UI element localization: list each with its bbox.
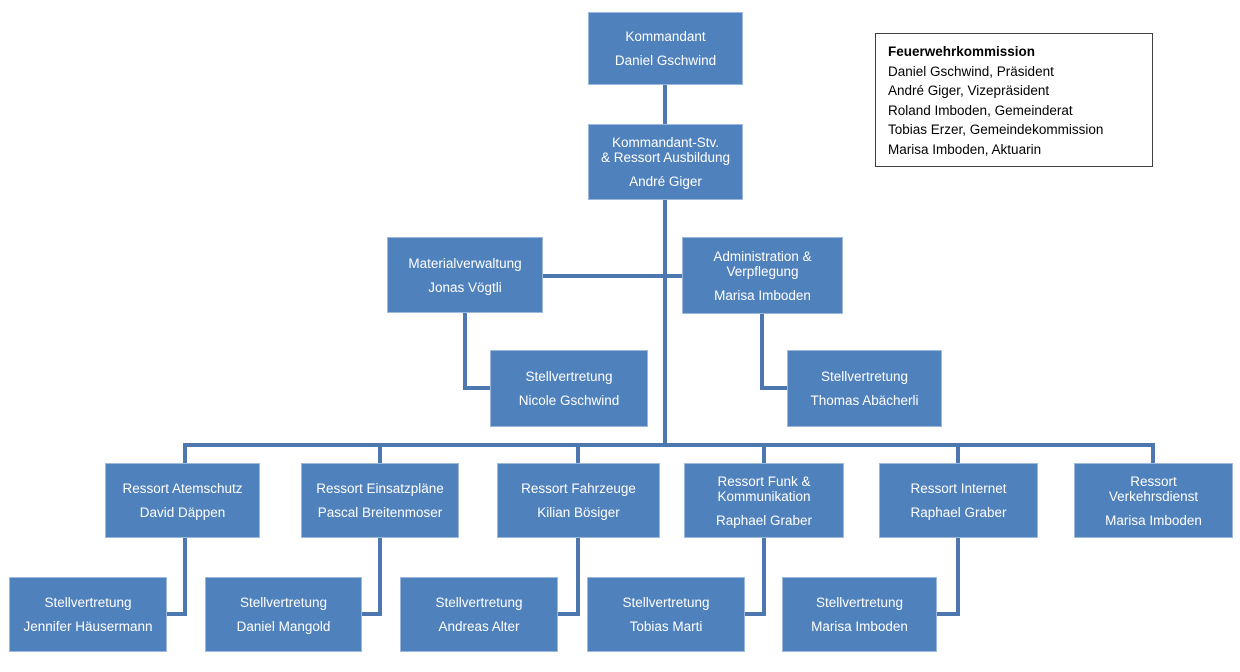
node-internet: Ressort Internet Raphael Graber — [879, 463, 1038, 538]
connector-material-stv-horizontal — [463, 386, 490, 390]
node-title: Verkehrsdienst — [1108, 488, 1199, 504]
node-person: Marisa Imboden — [1105, 512, 1202, 528]
node-atemschutz: Ressort Atemschutz David Däppen — [105, 463, 260, 538]
node-title: Ressort Funk & — [717, 473, 811, 489]
node-title: Kommandant-Stv. — [611, 135, 720, 150]
node-person: Daniel Mangold — [236, 619, 331, 634]
node-stv-fahrzeuge: Stellvertretung Andreas Alter — [400, 577, 558, 652]
node-verkehrsdienst: Ressort Verkehrsdienst Marisa Imboden — [1074, 463, 1233, 538]
commission-member: Tobias Erzer, Gemeindekommission — [888, 122, 1104, 137]
commission-member: Marisa Imboden, Aktuarin — [888, 141, 1042, 157]
node-title: Kommandant — [625, 29, 706, 44]
node-materialverwaltung: Materialverwaltung Jonas Vögtli — [387, 237, 543, 313]
connector-einsatzplaene-stv-vertical — [378, 538, 382, 616]
node-kommandant: Kommandant Daniel Gschwind — [588, 12, 743, 85]
node-stv-administration: Stellvertretung Thomas Abächerli — [787, 350, 942, 427]
connector-admin-stv-vertical — [760, 314, 764, 390]
node-person: Pascal Breitenmoser — [317, 505, 443, 520]
connector-stub-funk — [762, 443, 766, 463]
node-title: Kommunikation — [717, 488, 811, 504]
node-person: Tobias Marti — [629, 619, 703, 634]
commission-title: Feuerwehrkommission — [888, 44, 1036, 59]
connector-material-stv-vertical — [463, 313, 467, 390]
commission-box: Feuerwehrkommission Daniel Gschwind, Prä… — [875, 33, 1153, 167]
node-title: Ressort Internet — [910, 481, 1007, 496]
connector-funk-stv-vertical — [762, 538, 766, 616]
node-person: David Däppen — [139, 505, 226, 520]
node-title: Materialverwaltung — [408, 255, 522, 271]
node-title: Stellvertretung — [239, 595, 328, 610]
node-stv-einsatzplaene: Stellvertretung Daniel Mangold — [205, 577, 362, 652]
node-title: Ressort Atemschutz — [122, 481, 243, 496]
node-person: Andreas Alter — [438, 619, 520, 634]
node-person: Nicole Gschwind — [518, 393, 620, 408]
node-title: Stellvertretung — [815, 595, 904, 610]
node-stv-funk-kommunikation: Stellvertretung Tobias Marti — [587, 577, 745, 652]
node-person: Jennifer Häusermann — [23, 619, 153, 634]
connector-internet-stv-vertical — [956, 538, 960, 616]
node-administration: Administration & Verpflegung Marisa Imbo… — [682, 237, 843, 314]
connector-atemschutz-stv-vertical — [183, 538, 187, 616]
node-person: Daniel Gschwind — [614, 53, 717, 68]
connector-fahrzeuge-stv-horizontal — [558, 612, 580, 616]
node-title: Stellvertretung — [622, 595, 710, 610]
node-title: & Ressort Ausbildung — [600, 150, 731, 165]
node-einsatzplaene: Ressort Einsatzpläne Pascal Breitenmoser — [301, 463, 459, 538]
node-title: Ressort — [1130, 473, 1177, 489]
commission-member: Roland Imboden, Gemeinderat — [888, 102, 1073, 118]
connector-stub-fahrzeuge — [576, 443, 580, 463]
node-title: Ressort Einsatzpläne — [316, 481, 444, 496]
commission-member: André Giger, Vizepräsident — [888, 83, 1050, 98]
node-stv-atemschutz: Stellvertretung Jennifer Häusermann — [9, 577, 167, 652]
node-person: Jonas Vögtli — [428, 279, 502, 295]
connector-stub-einsatzplaene — [378, 443, 382, 463]
node-stv-materialverwaltung: Stellvertretung Nicole Gschwind — [490, 350, 648, 427]
node-title: Verpflegung — [726, 263, 799, 279]
node-title: Stellvertretung — [435, 595, 523, 610]
node-person: André Giger — [629, 174, 702, 189]
node-person: Marisa Imboden — [811, 619, 908, 634]
node-stv-internet: Stellvertretung Marisa Imboden — [782, 577, 937, 652]
connector-einsatzplaene-stv-horizontal — [362, 612, 382, 616]
node-person: Kilian Bösiger — [537, 505, 620, 520]
commission-member: Daniel Gschwind, Präsident — [888, 63, 1054, 79]
node-person: Raphael Graber — [715, 512, 813, 528]
node-funk-kommunikation: Ressort Funk & Kommunikation Raphael Gra… — [684, 463, 844, 538]
node-title: Stellvertretung — [820, 369, 909, 384]
connector-trunk — [663, 200, 667, 447]
node-title: Administration & — [713, 248, 812, 264]
node-title: Ressort Fahrzeuge — [521, 481, 636, 496]
connector-funk-stv-horizontal — [745, 612, 766, 616]
connector-stub-verkehrsdienst — [1151, 443, 1155, 463]
connector-kommandant-stv — [663, 85, 667, 125]
connector-atemschutz-stv-horizontal — [167, 612, 187, 616]
node-fahrzeuge: Ressort Fahrzeuge Kilian Bösiger — [497, 463, 660, 538]
node-person: Raphael Graber — [910, 505, 1007, 520]
connector-admin-stv-horizontal — [760, 386, 787, 390]
node-person: Marisa Imboden — [714, 287, 811, 303]
node-kommandant-stv: Kommandant-Stv. & Ressort Ausbildung And… — [588, 124, 743, 200]
node-title: Stellvertretung — [44, 595, 132, 610]
connector-fahrzeuge-stv-vertical — [576, 538, 580, 616]
connector-internet-stv-horizontal — [937, 612, 960, 616]
connector-stub-internet — [956, 443, 960, 463]
connector-ressort-bus — [183, 443, 1155, 447]
node-title: Stellvertretung — [525, 369, 613, 384]
node-person: Thomas Abächerli — [810, 393, 919, 408]
connector-stub-atemschutz — [183, 443, 187, 463]
connector-material-admin — [543, 274, 682, 278]
